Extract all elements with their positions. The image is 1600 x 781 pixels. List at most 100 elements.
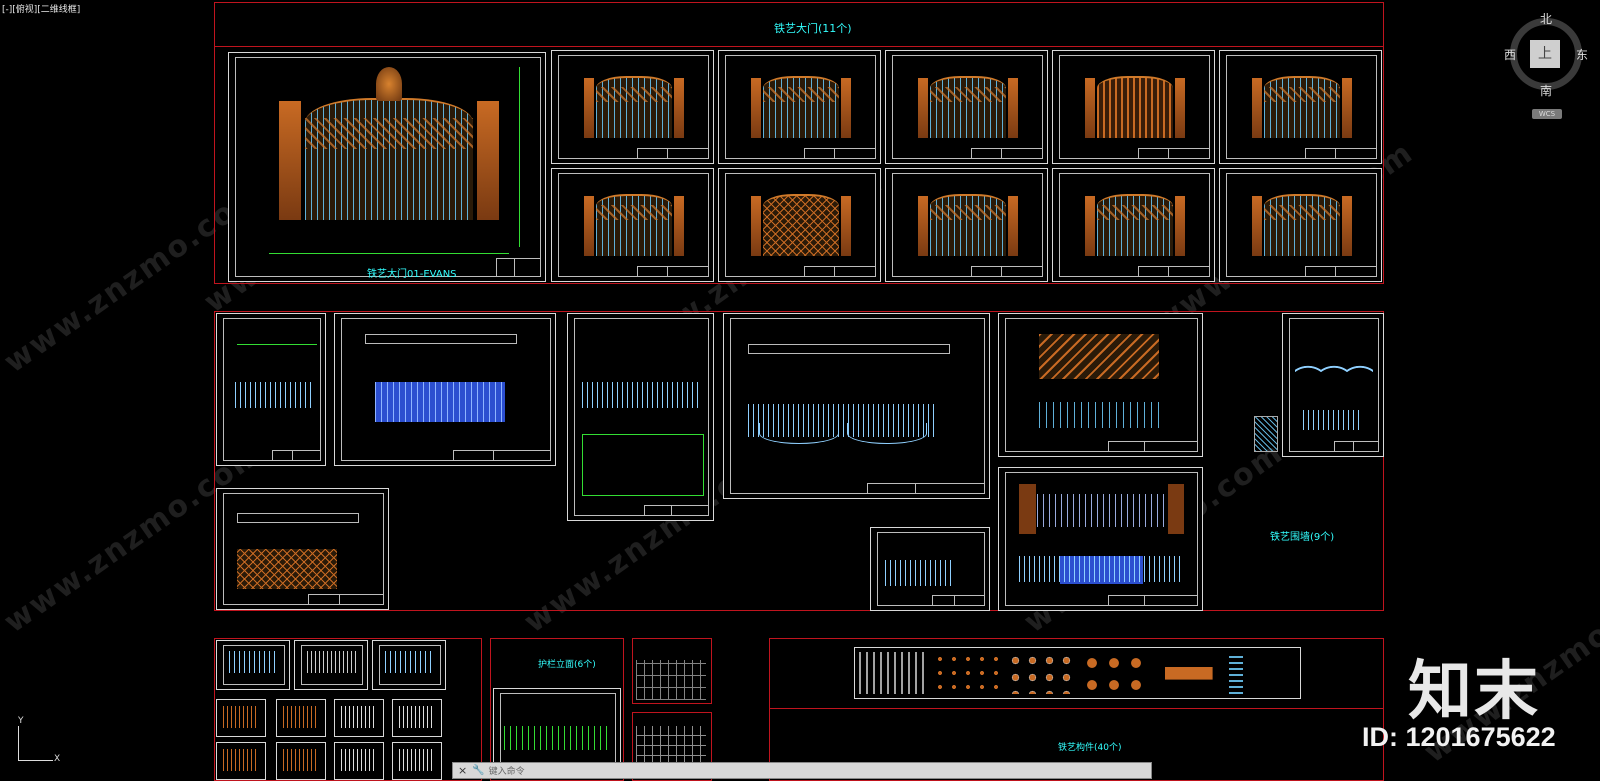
gate-sheet[interactable] <box>551 50 714 164</box>
railing-sheet[interactable] <box>276 742 326 780</box>
fence-elevation <box>748 394 938 444</box>
sheet-border <box>892 55 1043 159</box>
railing-sheet[interactable] <box>392 742 442 780</box>
railing-sheet[interactable] <box>372 640 446 690</box>
main-gate-sheet[interactable]: 铁艺大门01-EVANS <box>228 52 546 282</box>
fence-pickets <box>385 651 435 673</box>
ucs-icon <box>18 726 53 761</box>
gate-sheet[interactable] <box>1219 50 1382 164</box>
fence-sheet[interactable] <box>998 313 1203 457</box>
gate-sheet[interactable] <box>718 50 881 164</box>
fence-sheet[interactable] <box>216 313 326 466</box>
gate-post <box>1008 196 1018 256</box>
fence-sheet[interactable] <box>334 313 556 466</box>
railing-elevation <box>399 749 435 771</box>
main-gate-caption: 铁艺大门01-EVANS <box>367 269 457 280</box>
gate-post <box>918 196 928 256</box>
parts-detail <box>636 660 706 700</box>
fence-sheet[interactable] <box>216 488 389 610</box>
compass-east[interactable]: 东 <box>1576 48 1589 62</box>
fence-pickets <box>504 726 608 750</box>
dimension-line <box>519 67 520 247</box>
fence-sheet[interactable] <box>567 313 714 521</box>
close-icon[interactable]: × <box>458 764 468 777</box>
fence-pickets <box>1019 556 1184 582</box>
fence-pickets <box>399 706 435 728</box>
sheet-border <box>379 645 441 685</box>
dimension-line <box>237 344 317 345</box>
gate-elevation <box>584 61 684 146</box>
railing-sheet[interactable] <box>493 688 621 768</box>
sheet-border <box>1226 173 1377 277</box>
fence-elevation <box>235 374 315 414</box>
title-block <box>495 258 541 277</box>
compass-west[interactable]: 西 <box>1504 48 1517 62</box>
parts-detail <box>636 726 706 766</box>
gate-sheet[interactable] <box>885 50 1048 164</box>
gate-bars <box>1097 194 1173 256</box>
gate-post <box>1167 484 1184 534</box>
gate-sheet[interactable] <box>1219 168 1382 282</box>
compass-south[interactable]: 南 <box>1540 84 1553 98</box>
fence-plan <box>748 344 950 354</box>
parts-frame-small <box>632 638 712 704</box>
sheet-border <box>1005 472 1198 606</box>
fence-pickets <box>223 749 259 771</box>
fence-elevation <box>1039 394 1159 434</box>
gate-elevation <box>918 61 1018 146</box>
railing-sheet[interactable] <box>334 742 384 780</box>
gate-bars <box>305 97 473 220</box>
fence-sheet[interactable] <box>870 527 990 611</box>
gate-sheet[interactable] <box>718 168 881 282</box>
sheet-border <box>558 55 709 159</box>
parts-cell <box>1229 652 1243 694</box>
railing-sheet[interactable] <box>216 640 290 690</box>
gate-ornament <box>930 86 1006 102</box>
fence-sheet[interactable] <box>723 313 990 499</box>
wrench-icon[interactable]: 🔧 <box>472 765 485 776</box>
railing-sheet[interactable] <box>294 640 368 690</box>
command-input[interactable]: 键入命令 <box>488 767 525 777</box>
gate-bars <box>930 76 1006 138</box>
gate-bars <box>596 76 672 138</box>
railing-sheet[interactable] <box>392 699 442 737</box>
fence-sheet[interactable] <box>1282 313 1384 457</box>
brand-id: ID: 1201675622 <box>1362 722 1556 752</box>
gate-elevation <box>751 61 851 146</box>
gate-post <box>841 78 851 138</box>
railing-sheet[interactable] <box>216 699 266 737</box>
fence-elevation <box>1039 334 1159 379</box>
parts-cell <box>1155 652 1223 694</box>
gate-sheet[interactable] <box>1052 50 1215 164</box>
compass-north[interactable]: 北 <box>1540 12 1553 26</box>
gate-post <box>1008 78 1018 138</box>
wcs-menu[interactable]: WCS <box>1532 109 1562 119</box>
fence-pickets <box>885 560 955 586</box>
gate-sheet[interactable] <box>885 168 1048 282</box>
parts-cell <box>933 652 1001 694</box>
fence-pickets <box>1019 494 1184 527</box>
fence-sheet[interactable] <box>998 467 1203 611</box>
fence-elevation <box>1019 484 1184 534</box>
parts-strip[interactable] <box>854 647 1301 699</box>
gate-sheet[interactable] <box>551 168 714 282</box>
title-block <box>307 594 384 605</box>
railing-sheet[interactable] <box>276 699 326 737</box>
viewcube-ring[interactable] <box>1510 18 1582 90</box>
gate-sheet[interactable] <box>1052 168 1215 282</box>
viewcube-top[interactable]: 上 <box>1530 40 1560 68</box>
command-line[interactable]: × 🔧 键入命令 <box>452 762 1152 779</box>
title-block <box>1107 595 1198 606</box>
railing-sheet[interactable] <box>216 742 266 780</box>
railing-sheet[interactable] <box>334 699 384 737</box>
gate-elevation <box>751 179 851 264</box>
gate-post <box>1252 196 1262 256</box>
sheet-border <box>1226 55 1377 159</box>
fence-pickets <box>341 706 377 728</box>
sheet-border <box>301 645 363 685</box>
railing-elevation <box>399 706 435 728</box>
title-block <box>1107 441 1198 452</box>
gate-ornament <box>1264 86 1340 102</box>
gate-ornament <box>1264 204 1340 220</box>
viewport-controls[interactable]: [-][俯视][二维线框] <box>2 5 81 15</box>
